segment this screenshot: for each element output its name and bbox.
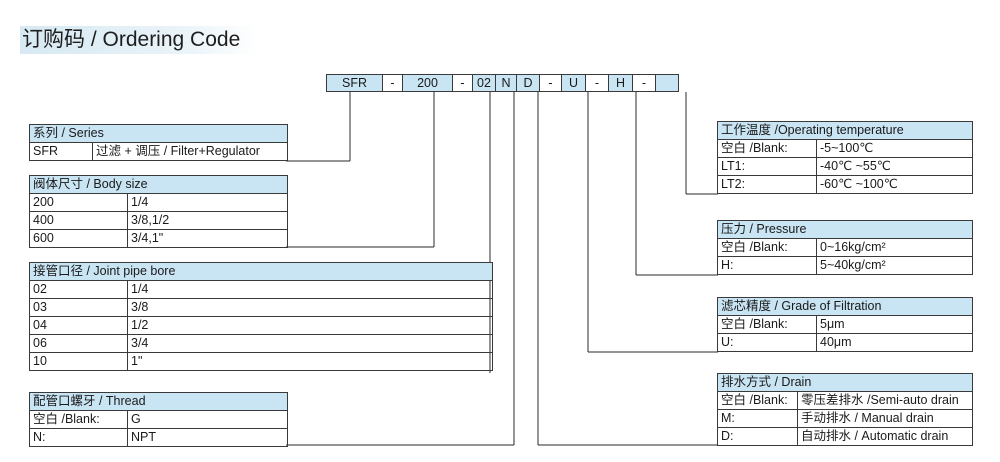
body-size-code: 600 <box>29 229 128 248</box>
drain-code: D: <box>717 427 798 446</box>
table-row: SFR 过滤 + 调压 / Filter+Regulator <box>29 142 289 161</box>
code-seg-series: SFR <box>326 74 383 92</box>
table-row: 空白 /Blank:5μm <box>717 315 973 334</box>
pressure-code: H: <box>717 256 817 275</box>
page-title: 订购码 / Ordering Code <box>22 28 241 51</box>
thread-value: NPT <box>127 428 288 447</box>
drain-value: 自动排水 / Automatic drain <box>796 427 974 446</box>
temperature-code: LT1: <box>717 157 817 176</box>
code-seg-dash: - <box>539 74 562 92</box>
table-row: U:40μm <box>717 333 973 352</box>
table-row: 空白 /Blank:零压差排水 /Semi-auto drain <box>717 391 974 410</box>
temperature-header: 工作温度 /Operating temperature <box>717 121 973 140</box>
temperature-value: -5~100℃ <box>816 139 973 158</box>
pressure-value: 0~16kg/cm² <box>816 238 973 257</box>
joint-bore-code: 02 <box>29 280 128 299</box>
filtration-value: 40μm <box>816 333 973 352</box>
temperature-code: LT2: <box>717 175 817 194</box>
joint-bore-code: 03 <box>29 298 128 317</box>
code-seg-dash: - <box>382 74 403 92</box>
series-header: 系列 / Series <box>28 124 289 143</box>
table-row: LT2:-60℃ ~100℃ <box>717 175 973 194</box>
joint-bore-value: 1/4 <box>126 280 494 299</box>
joint-bore-code: 04 <box>29 316 128 335</box>
joint-bore-value: 3/8 <box>126 298 494 317</box>
pressure-header: 压力 / Pressure <box>717 220 973 239</box>
body-size-code: 200 <box>29 193 128 212</box>
filtration-table: 滤芯精度 / Grade of Filtration 空白 /Blank:5μm… <box>717 297 973 352</box>
body-size-header: 阀体尺寸 / Body size <box>29 175 288 194</box>
series-table: 系列 / Series SFR 过滤 + 调压 / Filter+Regulat… <box>28 124 289 161</box>
body-size-value: 3/8,1/2 <box>127 211 288 230</box>
temperature-code: 空白 /Blank: <box>717 139 817 158</box>
series-code: SFR <box>29 142 93 161</box>
filtration-header: 滤芯精度 / Grade of Filtration <box>717 297 973 316</box>
code-seg-body-size: 200 <box>402 74 453 92</box>
pressure-code: 空白 /Blank: <box>717 238 817 257</box>
joint-bore-value: 1/2 <box>126 316 494 335</box>
drain-header: 排水方式 / Drain <box>716 373 974 392</box>
joint-bore-header: 接管口径 / Joint pipe bore <box>28 262 494 281</box>
title-band <box>20 26 258 54</box>
body-size-value: 1/4 <box>127 193 288 212</box>
table-row: LT1:-40℃ ~55℃ <box>717 157 973 176</box>
joint-bore-value: 1" <box>126 352 494 371</box>
table-row: H:5~40kg/cm² <box>717 256 973 275</box>
joint-bore-value: 3/4 <box>126 334 494 353</box>
code-seg-pressure: H <box>608 74 633 92</box>
code-seg-temperature <box>655 74 679 92</box>
ordering-code-strip: SFR - 200 - 02 N D - U - H - <box>326 74 679 92</box>
temperature-value: -60℃ ~100℃ <box>816 175 973 194</box>
joint-bore-code: 06 <box>29 334 128 353</box>
table-row: 空白 /Blank:-5~100℃ <box>717 139 973 158</box>
drain-code: M: <box>717 409 798 428</box>
joint-bore-code: 10 <box>29 352 128 371</box>
drain-table: 排水方式 / Drain 空白 /Blank:零压差排水 /Semi-auto … <box>716 373 974 446</box>
pressure-value: 5~40kg/cm² <box>816 256 973 275</box>
drain-code: 空白 /Blank: <box>717 391 798 410</box>
temperature-table: 工作温度 /Operating temperature 空白 /Blank:-5… <box>717 121 973 194</box>
filtration-code: 空白 /Blank: <box>717 315 817 334</box>
filtration-value: 5μm <box>816 315 973 334</box>
table-row: M:手动排水 / Manual drain <box>717 409 974 428</box>
table-row: D:自动排水 / Automatic drain <box>717 427 974 446</box>
drain-value: 零压差排水 /Semi-auto drain <box>796 391 974 410</box>
pressure-table: 压力 / Pressure 空白 /Blank:0~16kg/cm² H:5~4… <box>717 220 973 275</box>
thread-value: G <box>127 410 288 429</box>
body-size-code: 400 <box>29 211 128 230</box>
thread-code: 空白 /Blank: <box>29 410 128 429</box>
thread-code: N: <box>29 428 128 447</box>
series-desc: 过滤 + 调压 / Filter+Regulator <box>91 142 289 161</box>
temperature-value: -40℃ ~55℃ <box>816 157 973 176</box>
table-row: N:NPT <box>29 428 288 447</box>
body-size-value: 3/4,1" <box>127 229 288 248</box>
thread-header: 配管口螺牙 / Thread <box>29 392 288 411</box>
thread-table: 配管口螺牙 / Thread 空白 /Blank:G N:NPT <box>29 392 288 447</box>
filtration-code: U: <box>717 333 817 352</box>
table-row: 空白 /Blank:G <box>29 410 288 429</box>
drain-value: 手动排水 / Manual drain <box>796 409 974 428</box>
table-row: 空白 /Blank:0~16kg/cm² <box>717 238 973 257</box>
